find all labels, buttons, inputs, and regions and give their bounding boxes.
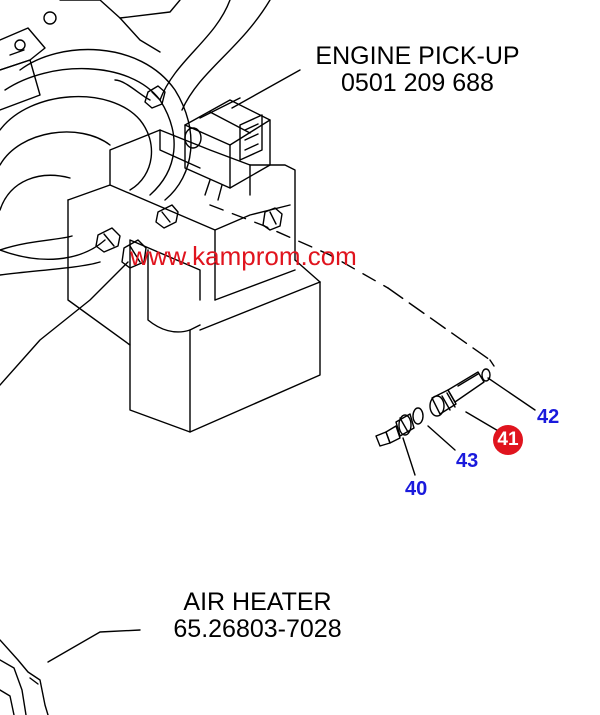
connectors (95, 85, 283, 269)
callout-40[interactable]: 40 (405, 478, 428, 500)
leader-lines (47, 69, 536, 663)
air-heater-name: AIR HEATER (183, 588, 332, 616)
main-block (67, 129, 321, 433)
engine-pickup-name: ENGINE PICK-UP (315, 42, 520, 70)
engine-pickup-part-number: 0501 209 688 (341, 69, 494, 97)
pickup-sensor (184, 97, 271, 201)
part-43-ring (412, 407, 424, 425)
watermark: www.kamprom.com (130, 241, 357, 271)
part-41-sensor (429, 371, 485, 417)
engine-housing (0, 0, 271, 386)
callout-43[interactable]: 43 (456, 450, 479, 472)
part-40-plug (375, 413, 415, 447)
exploded-parts (375, 368, 491, 447)
air-heater-part-number: 65.26803-7028 (173, 615, 342, 643)
air-heater (0, 639, 49, 715)
air-heater-label: AIR HEATER 65.26803-7028 (150, 590, 365, 642)
callout-42[interactable]: 42 (537, 406, 560, 428)
engine-pickup-label: ENGINE PICK-UP 0501 209 688 (300, 44, 535, 96)
callout-41-badge[interactable]: 41 (493, 425, 523, 455)
part-42-oring (481, 368, 491, 382)
